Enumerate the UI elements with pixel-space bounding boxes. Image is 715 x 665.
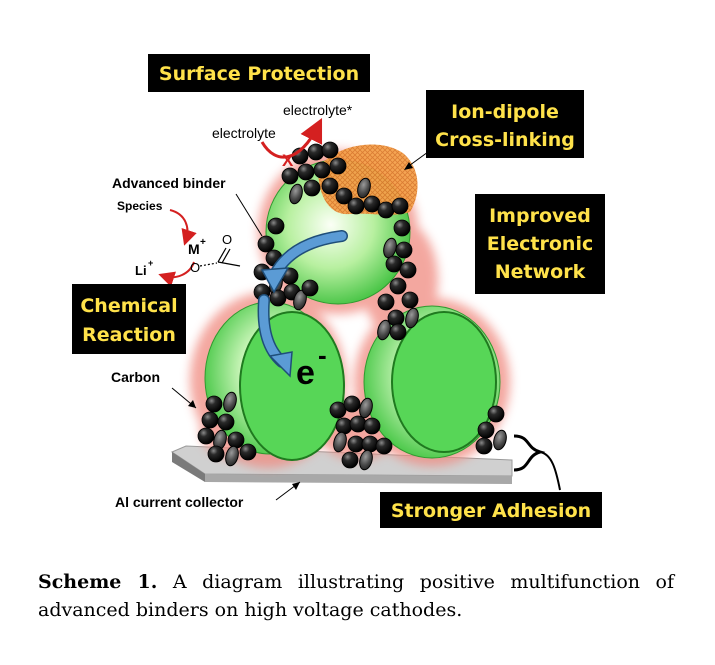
particle-right-front [391,311,497,453]
carbon-particle [477,421,495,439]
carbon-particle [313,161,331,179]
carbon-particle [475,437,493,455]
carbon-particle [217,413,235,431]
carbon-particle [289,183,303,205]
carbon-particle [205,395,223,413]
carbon-particle [493,429,507,451]
carbon-particle [363,195,381,213]
al-collector-label: Al current collector [115,494,244,510]
carbon-particle [375,437,393,455]
carbon-particle [487,405,505,423]
carbon-particle [223,391,237,413]
m-plus-charge: + [200,237,206,248]
advanced-binder-leader [235,193,263,237]
carbon-particle [335,187,353,205]
carbon-particle [329,157,347,175]
label-improved-line1: Improved [489,205,591,227]
carbon-particle [257,235,275,253]
carbon-particle [343,395,361,413]
adhesion-bracket [513,434,546,472]
carbon-particle [201,411,219,429]
carbon-particle [207,445,225,463]
m-plus-label: M [188,241,200,257]
carbon-particle [297,163,315,181]
carbon-particle [239,443,257,461]
carbon-particle [387,309,405,327]
label-stronger-adhesion-text: Stronger Adhesion [391,500,591,522]
electrolyte-star-label: electrolyte* [283,102,353,118]
carbon-label: Carbon [111,369,160,385]
carbon-particle [347,197,365,215]
carbon-particle [321,141,339,159]
label-chemical-line1: Chemical [80,295,177,317]
label-ion-dipole-line2: Cross-linking [435,129,575,151]
label-stronger-adhesion: Stronger Adhesion [380,492,602,528]
carbon-particle [389,323,407,341]
particle-left-front [239,311,345,461]
oxygen-top: O [222,232,232,247]
electrolyte-arrow [260,117,323,159]
chemical-species: Advanced binder Species M + Li + O O [112,175,263,287]
label-improved-network: Improved Electronic Network [475,194,605,294]
species-arrow [169,209,197,246]
carbon-particle [301,279,319,297]
figure-caption: Scheme 1. A diagram illustrating positiv… [38,568,674,624]
carbon-particle [399,261,417,279]
advanced-binder-label: Advanced binder [112,175,226,191]
label-ion-dipole-line1: Ion-dipole [451,101,559,123]
carbon-particle [405,307,419,329]
adhesion-bracket-tail [539,451,561,491]
label-ion-dipole: Ion-dipole Cross-linking [426,90,584,158]
carbon-particles [197,141,507,471]
carbon-particle [303,179,321,197]
electron-arrows [257,230,348,378]
carbon-particle [329,401,347,419]
oxygen-left: O [190,260,200,275]
carbon-particle [401,291,419,309]
label-improved-line2: Electronic [487,233,593,255]
carbon-particle [349,415,367,433]
carbon-particle [269,289,287,307]
electron-arrow-head-2 [268,351,293,378]
li-plus-label: Li [135,263,147,278]
carbon-particle [361,435,379,453]
carbon-particle [389,277,407,295]
carbon-particle [197,427,215,445]
carbon-particle [307,143,325,161]
carbon-particle [359,449,373,471]
electron-label: e [296,354,315,392]
label-surface-protection: Surface Protection [148,54,370,92]
caption-text: A diagram illustrating positive multifun… [38,571,674,621]
electrolyte-reaction: electrolyte electrolyte* X [212,102,353,170]
carbon-particle [393,219,411,237]
carbon-particle [377,201,395,219]
electron-minus: - [318,340,327,370]
species-label: Species [117,199,163,213]
carbon-particle [281,167,299,185]
carbon-particle [267,217,285,235]
label-chemical-line2: Reaction [82,324,176,346]
label-improved-line3: Network [495,261,586,283]
li-plus-charge: + [148,258,153,268]
carbon-particle [391,197,409,215]
carbon-particle [341,451,359,469]
blocked-mark: X [282,151,294,170]
carbon-particle [385,255,403,273]
carbon-particle [227,431,245,449]
electron-arrow-head-1 [260,267,290,294]
electrolyte-label: electrolyte [212,125,276,141]
carbon-particle [225,445,239,467]
label-chemical-reaction: Chemical Reaction [72,284,186,354]
carbon-particle [363,417,381,435]
carbon-particle [335,417,353,435]
carbon-particle [395,241,413,259]
carbon-particle [377,293,395,311]
caption-label: Scheme 1. [38,571,158,593]
carbon-particle [357,177,371,199]
label-surface-protection-text: Surface Protection [159,63,359,85]
li-arrow [158,261,195,287]
carbon-particle [321,177,339,195]
carbon-particle [333,431,347,453]
